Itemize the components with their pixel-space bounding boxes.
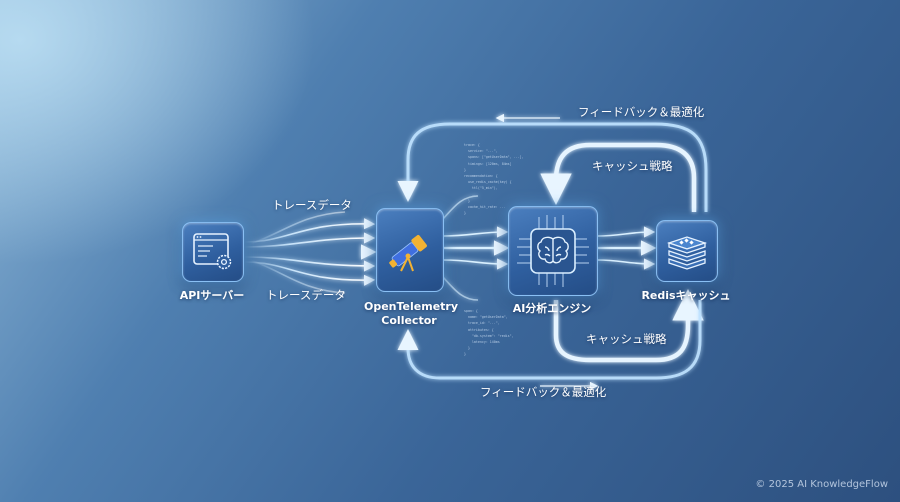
cache-strategy-label-bottom: キャッシュ戦略 xyxy=(586,332,667,346)
brain-chip-icon xyxy=(517,215,589,287)
cache-loop-bottom xyxy=(553,289,704,363)
feedback-label-bottom: フィードバック＆最適化 xyxy=(480,385,607,399)
api-server-node xyxy=(182,222,244,282)
trace-data-label-top: トレースデータ xyxy=(272,198,352,212)
feedback-label-top: フィードバック＆最適化 xyxy=(578,105,705,119)
feedback-loop-top xyxy=(397,113,708,212)
collector-label-line2: Collector xyxy=(381,314,437,327)
collector-node xyxy=(376,208,444,292)
cache-loop-top xyxy=(540,142,697,212)
ai-to-redis-streams xyxy=(597,226,657,270)
cache-strategy-label-top: キャッシュ戦略 xyxy=(592,159,673,173)
code-snippet-bottom: span: { name: "getUserData", trace_id: "… xyxy=(464,309,514,357)
server-window-gear-icon xyxy=(193,233,232,270)
trace-streams xyxy=(243,211,377,294)
code-snippet-top: trace: { service: "...", spans: ["getUse… xyxy=(464,143,524,216)
collector-label-line1: OpenTelemetry xyxy=(364,300,459,313)
api-server-label: APIサーバー xyxy=(179,289,245,302)
redis-stack-icon xyxy=(666,236,708,270)
feedback-loop-bottom xyxy=(397,300,702,391)
redis-node xyxy=(656,220,718,282)
copyright-text: © 2025 AI KnowledgeFlow xyxy=(755,479,888,490)
collector-label: OpenTelemetry Collector xyxy=(364,300,459,328)
ai-engine-label: AI分析エンジン xyxy=(512,302,592,315)
trace-data-label-bottom: トレースデータ xyxy=(266,288,346,302)
telescope-icon xyxy=(389,235,427,272)
ai-engine-node xyxy=(508,206,598,296)
redis-label: Redisキャッシュ xyxy=(641,289,731,302)
